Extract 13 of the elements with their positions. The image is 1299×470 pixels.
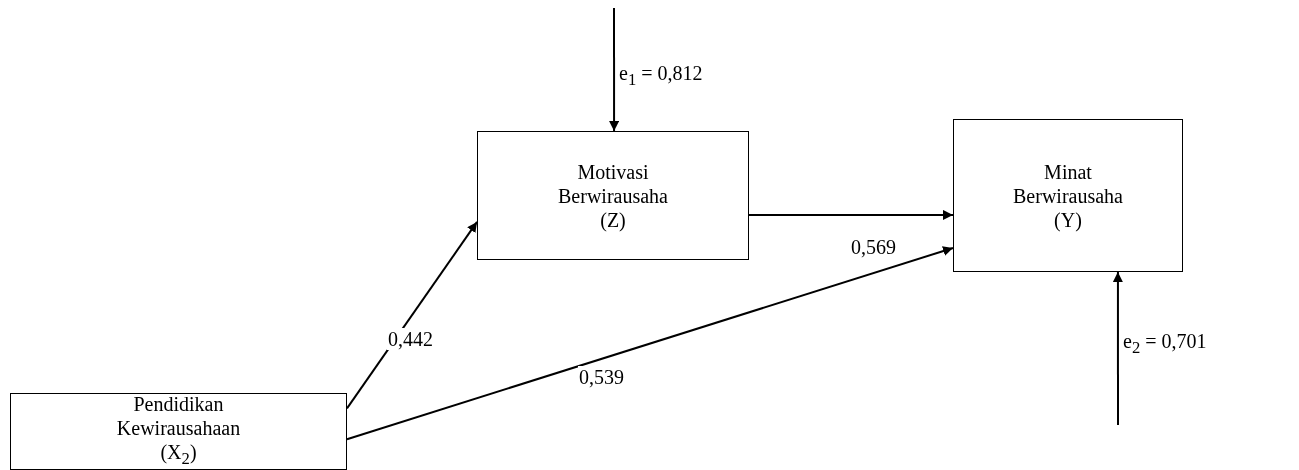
arrow [748,209,954,220]
edge-label: 0,442 [387,328,434,350]
variable-box [10,393,347,470]
variable-box [953,119,1183,272]
variable-label: Motivasi Berwirausaha (Z) [557,159,669,232]
arrow [346,246,954,441]
edge-label: 0,539 [578,366,625,388]
variable-label: Pendidikan Kewirausahaan (X$_{2}$) [115,392,242,470]
variable-label: Minat Berwirausaha (Y) [1012,159,1124,232]
variable-box [477,131,749,260]
arrow [1112,271,1123,426]
arrow [609,7,620,132]
arrow [346,220,478,410]
